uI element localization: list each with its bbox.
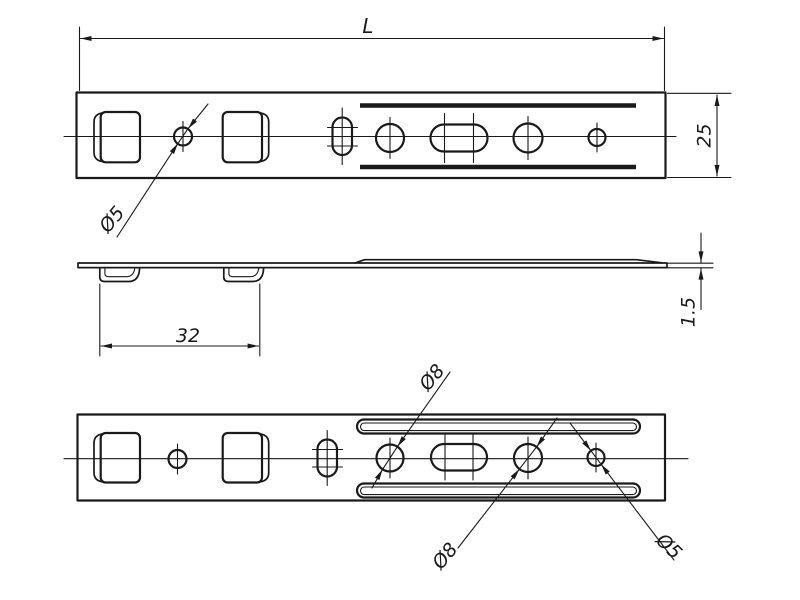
label-length: L: [362, 14, 373, 38]
square-cutout-right-bottom: [221, 431, 264, 484]
hook-1-outer: [98, 267, 141, 283]
leader-hole-small-2-chord: [590, 450, 602, 465]
top-view-outline: [75, 91, 667, 180]
square-cutout-left-bottom: [99, 431, 142, 484]
leader-hole-large-2-upper: [536, 417, 558, 448]
square-cutout-left-bottom-tab-edge: [93, 432, 105, 483]
leader-hole-small-top-upper: [187, 103, 209, 130]
label-bottom-hole-left-diameter: Ø8: [414, 360, 449, 396]
square-cutout-right-tab-edge: [257, 111, 270, 163]
top-view: [63, 91, 677, 238]
label-thickness: 1.5: [677, 297, 699, 327]
hook-2-outer: [222, 267, 265, 283]
leader-hole-large-2-lower: [457, 468, 520, 549]
dimension-labels: L 25 Ø5 32 1.5 Ø8 Ø8 Ø5: [94, 14, 715, 574]
slot-horizontal-top-view: [429, 123, 489, 153]
square-cutout-right-bottom-tab-edge: [257, 432, 270, 483]
rib-slot-upper-outer: [355, 418, 642, 435]
bottom-view-outline: [76, 413, 667, 502]
hook-1-inner: [104, 267, 136, 278]
hook-2-inner: [228, 267, 260, 278]
bottom-view: [63, 371, 689, 561]
leader-hole-small-top-lower: [116, 142, 179, 238]
square-cutout-left-tab-edge: [93, 111, 105, 163]
label-bottom-hole-right-diameter: Ø5: [651, 529, 686, 564]
side-view: [77, 258, 668, 283]
rib-slot-lower-outer: [355, 482, 642, 499]
label-hook-spacing: 32: [176, 325, 200, 347]
slot-horizontal-bottom-view: [429, 442, 489, 472]
leader-hole-large-1-chord: [382, 446, 398, 470]
leader-hole-large-1-upper: [396, 371, 451, 448]
leader-hole-large-2-chord: [518, 446, 538, 470]
rib-slot-upper-inner: [359, 422, 638, 432]
side-view-strip: [77, 262, 668, 269]
rib-slot-lower-inner: [359, 486, 638, 496]
leader-hole-large-1-lower: [371, 468, 384, 489]
label-width: 25: [693, 123, 715, 147]
square-cutout-left: [99, 110, 142, 164]
square-cutout-right: [221, 110, 264, 164]
dimensions: [78, 26, 732, 357]
label-bottom-hole-middle-diameter: Ø8: [427, 539, 462, 575]
side-view-rib-profile: [354, 258, 663, 264]
leader-hole-small-2-lower: [600, 463, 675, 561]
leader-hole-small-2-upper: [569, 422, 592, 452]
label-top-hole-diameter: Ø5: [94, 202, 129, 238]
leader-hole-small-top-chord: [177, 128, 189, 144]
